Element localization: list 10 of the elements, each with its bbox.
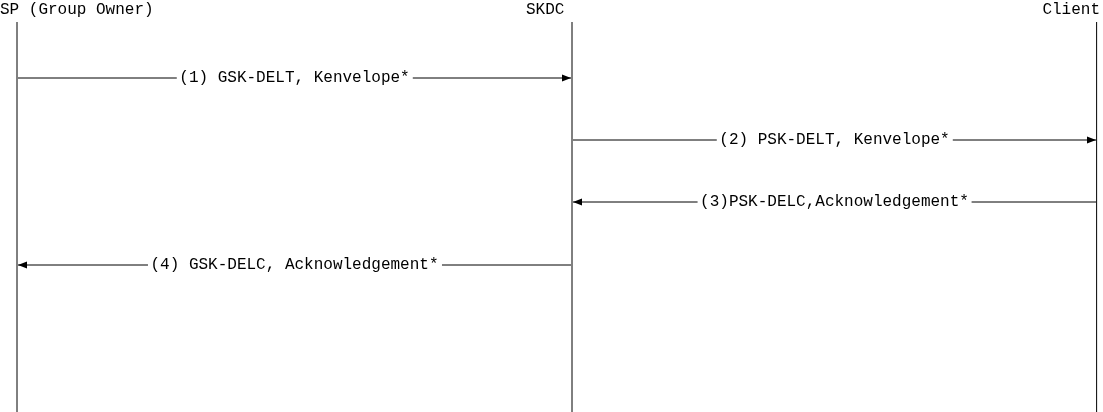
participant-column	[526, 0, 573, 412]
participant-column	[0, 0, 154, 412]
edge-label: (4) GSK-DELC, Acknowledgement*	[147, 256, 442, 274]
edge-label: (3)PSK-DELC,Acknowledgement*	[697, 193, 972, 211]
participant-label: SP (Group Owner)	[0, 1, 154, 19]
participant-label: Client	[1042, 1, 1100, 19]
participant-label: SKDC	[526, 1, 565, 19]
participant-column	[1042, 0, 1100, 412]
edge-label: (1) GSK-DELT, Kenvelope*	[176, 69, 413, 87]
edge-label: (2) PSK-DELT, Kenvelope*	[716, 131, 953, 149]
